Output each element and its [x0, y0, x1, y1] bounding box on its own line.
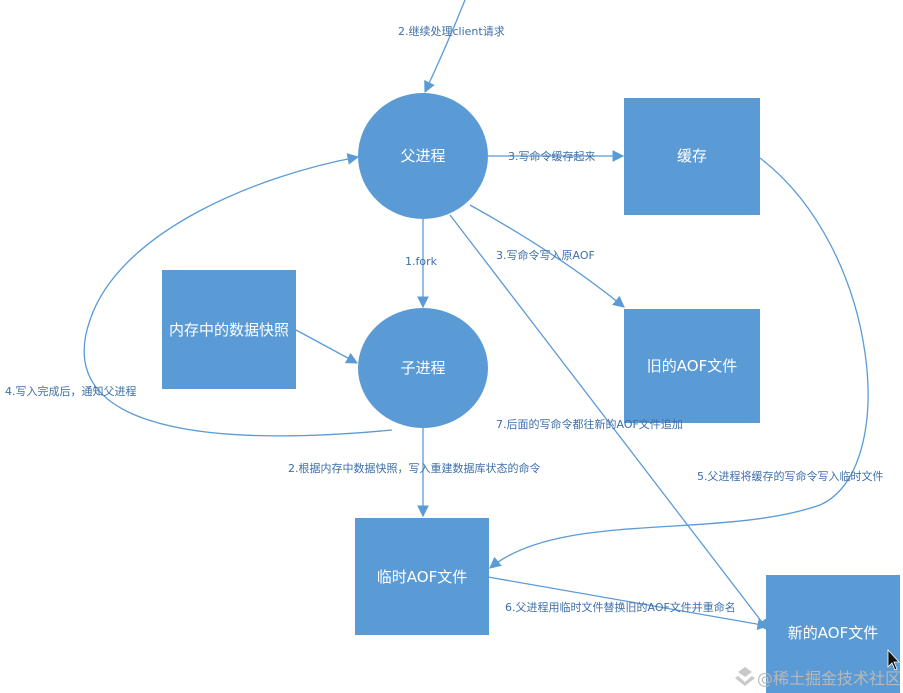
edges	[83, 0, 869, 631]
edge-parent-to-new-aof	[449, 214, 769, 631]
node-old-aof-label: 旧的AOF文件	[647, 357, 737, 375]
watermark-text: @稀土掘金技术社区	[757, 669, 901, 688]
node-cache-label: 缓存	[677, 147, 707, 165]
node-snapshot-label: 内存中的数据快照	[169, 321, 289, 339]
label-write-cache-to-temp: 5.父进程将缓存的写命令写入临时文件	[697, 469, 884, 483]
node-new-aof-label: 新的AOF文件	[788, 624, 878, 642]
node-parent-process: 父进程	[358, 93, 488, 219]
label-write-original-aof: 3.写命令写入原AOF	[496, 248, 595, 262]
edge-client-requests	[424, 0, 466, 94]
edge-cache-to-temp-aof	[489, 157, 869, 569]
node-temp-aof-label: 临时AOF文件	[377, 568, 467, 586]
label-append-new-aof: 7.后面的写命令都往新的AOF文件追加	[496, 417, 683, 431]
label-rebuild-from-snapshot: 2.根据内存中数据快照，写入重建数据库状态的命令	[288, 461, 541, 475]
edge-parent-to-old-aof	[469, 204, 625, 308]
node-cache: 缓存	[624, 98, 760, 215]
node-parent-label: 父进程	[400, 147, 445, 165]
label-continue-client-requests: 2.继续处理client请求	[398, 24, 505, 38]
label-notify-parent: 4.写入完成后，通知父进程	[5, 384, 137, 398]
node-old-aof: 旧的AOF文件	[624, 309, 760, 423]
edge-child-notify-parent	[83, 153, 393, 437]
label-fork: 1.fork	[405, 255, 438, 268]
node-temp-aof: 临时AOF文件	[355, 518, 489, 635]
watermark: @稀土掘金技术社区	[735, 667, 901, 688]
mouse-cursor-icon	[887, 648, 900, 671]
label-cache-write-commands: 3.写命令缓存起来	[508, 149, 596, 163]
nodes: 父进程 缓存 内存中的数据快照 子进程 旧的AOF文件 临时AOF文件 新的AO…	[162, 93, 900, 693]
node-child-process: 子进程	[358, 308, 488, 428]
edge-labels: 2.继续处理client请求 3.写命令缓存起来 1.fork 3.写命令写入原…	[5, 24, 884, 614]
node-new-aof: 新的AOF文件	[766, 575, 900, 693]
juejin-logo-icon	[735, 667, 755, 686]
node-memory-snapshot: 内存中的数据快照	[162, 270, 296, 389]
label-replace-and-rename: 6.父进程用临时文件替换旧的AOF文件并重命名	[505, 600, 736, 614]
node-child-label: 子进程	[400, 359, 445, 377]
edge-snapshot-to-child	[295, 329, 359, 364]
edge-temp-to-new-aof	[487, 576, 770, 630]
